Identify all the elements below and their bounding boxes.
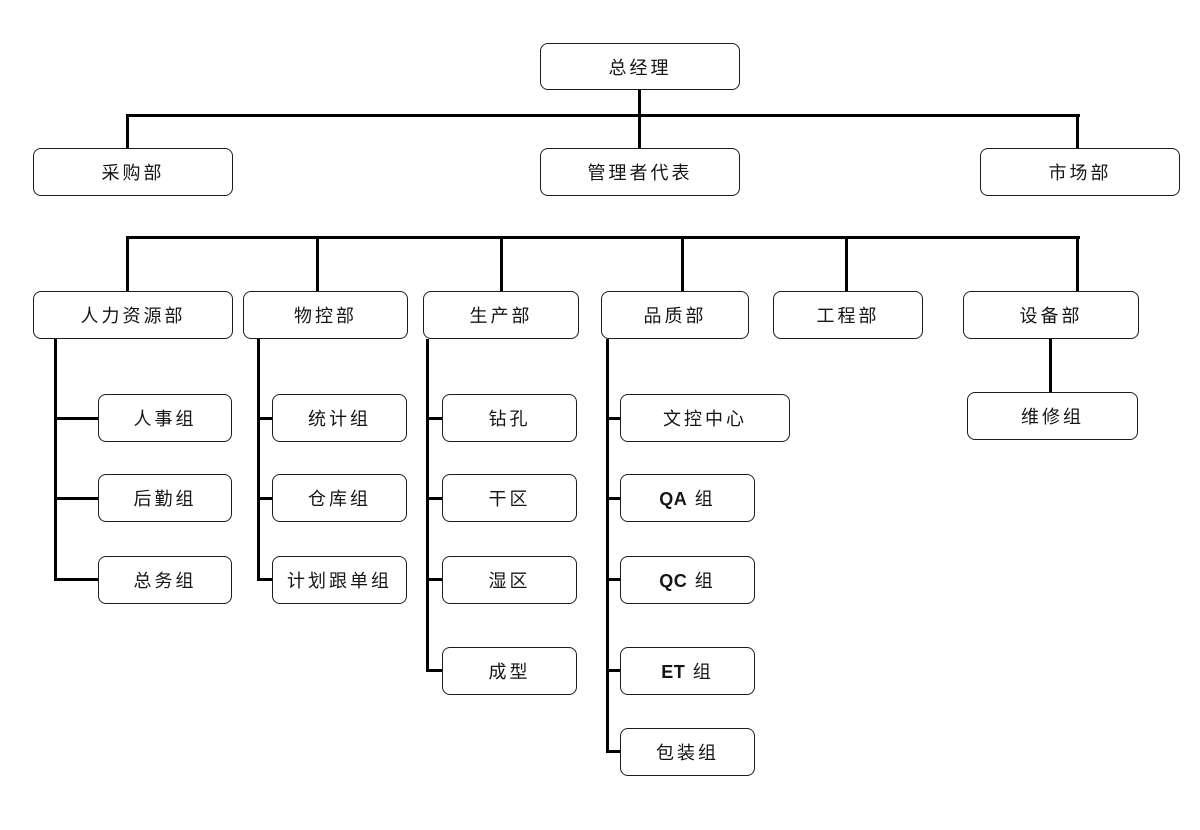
node-management-representative-label: 管理者代表 (587, 163, 693, 183)
node-warehouse-group: 仓库组 (272, 474, 407, 522)
node-personnel-group: 人事组 (98, 394, 232, 442)
connector-quality-spine (606, 339, 609, 753)
connector-stub-et (606, 669, 621, 672)
node-qc-group-label: QC 组 (659, 571, 716, 591)
node-equipment-dept: 设备部 (963, 291, 1139, 339)
node-dry-area-group-label: 干区 (488, 489, 531, 509)
connector-stub-plan-follow-up (257, 578, 273, 581)
node-quality-dept-label: 品质部 (643, 306, 707, 326)
connector-level2-bus (127, 114, 1080, 117)
connector-drop-purchasing (126, 114, 129, 148)
node-general-affairs-group-label: 总务组 (133, 571, 197, 591)
node-wet-area-group: 湿区 (442, 556, 577, 604)
node-drilling-group: 钻孔 (442, 394, 577, 442)
connector-stub-warehouse (257, 497, 273, 500)
connector-stub-drilling (426, 417, 443, 420)
node-hr-dept-label: 人力资源部 (80, 306, 186, 326)
node-purchasing-dept-label: 采购部 (101, 163, 165, 183)
node-production-dept: 生产部 (423, 291, 579, 339)
connector-drop-hr (126, 236, 129, 291)
connector-hr-spine (54, 339, 57, 581)
node-qa-group: QA 组 (620, 474, 755, 522)
node-drilling-group-label: 钻孔 (488, 409, 531, 429)
node-maintenance-group: 维修组 (967, 392, 1138, 440)
connector-stub-doc-control (606, 417, 621, 420)
connector-drop-production (500, 236, 503, 291)
node-doc-control-center-label: 文控中心 (663, 409, 747, 429)
node-forming-group: 成型 (442, 647, 577, 695)
node-logistics-group: 后勤组 (98, 474, 232, 522)
node-maintenance-group-label: 维修组 (1021, 407, 1084, 427)
connector-material-spine (257, 339, 260, 581)
node-personnel-group-label: 人事组 (133, 409, 197, 429)
node-logistics-group-label: 后勤组 (133, 489, 197, 509)
node-hr-dept: 人力资源部 (33, 291, 233, 339)
node-statistics-group-label: 统计组 (308, 409, 371, 429)
node-packing-group-label: 包装组 (656, 743, 719, 763)
node-packing-group: 包装组 (620, 728, 755, 776)
connector-stub-dry-area (426, 497, 443, 500)
node-et-group-label: ET 组 (661, 662, 714, 682)
node-dry-area-group: 干区 (442, 474, 577, 522)
connector-stub-forming (426, 669, 443, 672)
node-qa-group-label: QA 组 (659, 489, 716, 509)
connector-drop-quality (681, 236, 684, 291)
node-plan-follow-up-group-label: 计划跟单组 (287, 571, 392, 591)
node-wet-area-group-label: 湿区 (488, 571, 531, 591)
node-statistics-group: 统计组 (272, 394, 407, 442)
connector-stub-personnel (54, 417, 98, 420)
node-material-control-dept-label: 物控部 (294, 306, 357, 326)
node-engineering-dept: 工程部 (773, 291, 923, 339)
node-plan-follow-up-group: 计划跟单组 (272, 556, 407, 604)
node-qc-group: QC 组 (620, 556, 755, 604)
connector-equipment-to-maintenance (1049, 339, 1052, 392)
node-purchasing-dept: 采购部 (33, 148, 233, 196)
connector-stub-wet-area (426, 578, 443, 581)
node-equipment-dept-label: 设备部 (1019, 306, 1083, 326)
node-marketing-dept: 市场部 (980, 148, 1180, 196)
node-general-manager-label: 总经理 (608, 57, 672, 78)
connector-stub-qa (606, 497, 621, 500)
connector-level3-bus (127, 236, 1080, 239)
connector-drop-marketing (1076, 114, 1079, 148)
node-et-group: ET 组 (620, 647, 755, 695)
node-warehouse-group-label: 仓库组 (308, 489, 371, 509)
node-engineering-dept-label: 工程部 (816, 306, 880, 326)
node-general-affairs-group: 总务组 (98, 556, 232, 604)
connector-stub-statistics (257, 417, 273, 420)
connector-drop-material-control (316, 236, 319, 291)
connector-stub-packing (606, 750, 621, 753)
connector-drop-equipment (1076, 236, 1079, 291)
node-forming-group-label: 成型 (488, 662, 531, 682)
connector-stub-logistics (54, 497, 98, 500)
node-general-manager: 总经理 (540, 43, 740, 90)
node-production-dept-label: 生产部 (469, 306, 533, 326)
connector-drop-engineering (845, 236, 848, 291)
node-doc-control-center: 文控中心 (620, 394, 790, 442)
connector-stub-qc (606, 578, 621, 581)
node-material-control-dept: 物控部 (243, 291, 408, 339)
connector-stub-general-affairs (54, 578, 98, 581)
node-management-representative: 管理者代表 (540, 148, 740, 196)
connector-production-spine (426, 339, 429, 672)
node-quality-dept: 品质部 (601, 291, 749, 339)
node-marketing-dept-label: 市场部 (1048, 163, 1112, 183)
connector-root-to-management-rep (638, 90, 641, 148)
